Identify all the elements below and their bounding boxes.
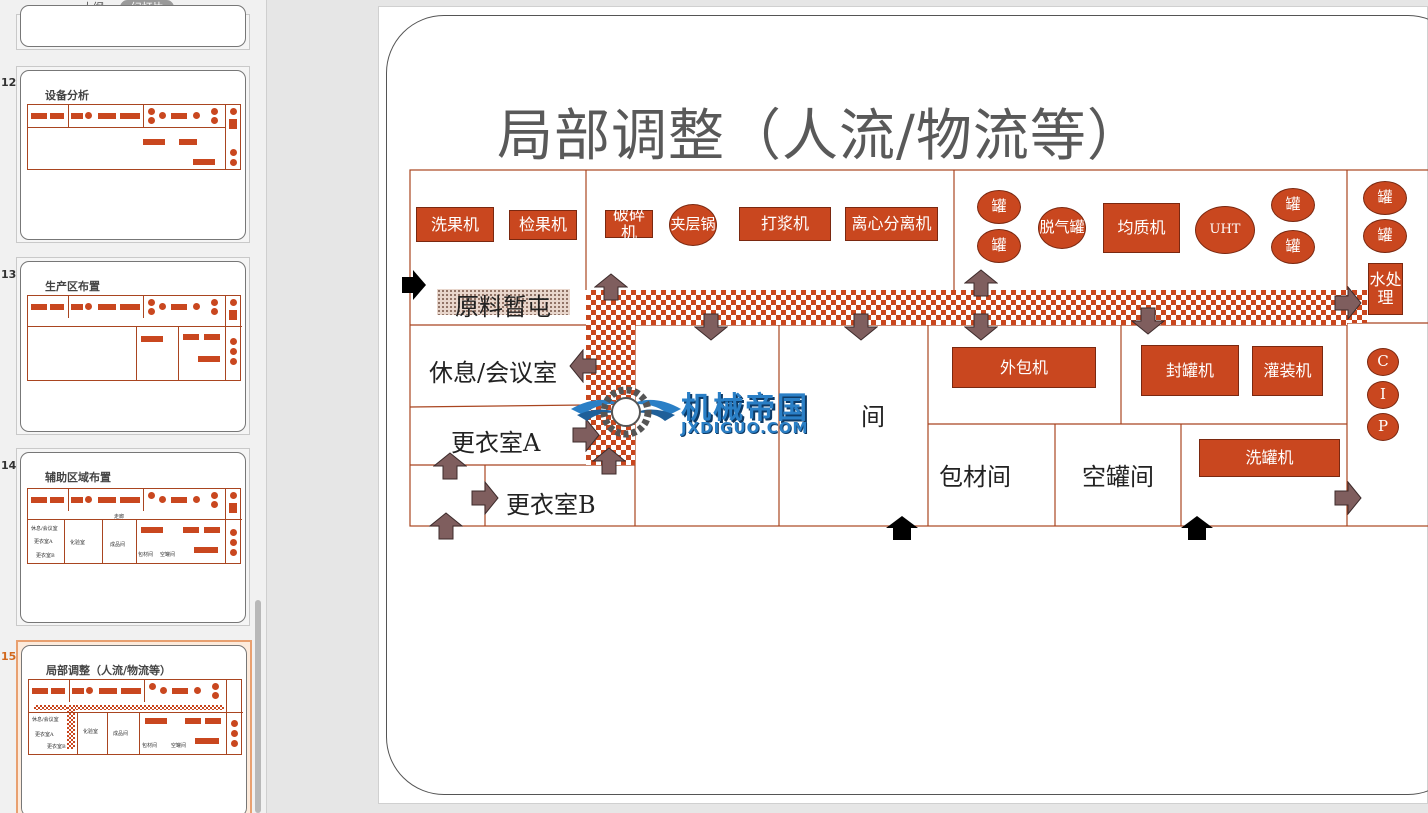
thumb-room: 成品间 — [113, 731, 129, 737]
thumb-room: 休息/会议室 — [32, 717, 59, 723]
thumb-room: 更衣室B — [47, 744, 66, 750]
inspect-fruit-machine[interactable]: 检果机 — [509, 210, 577, 240]
tank-4[interactable]: 罐 — [1271, 230, 1315, 264]
thumb-room: 更衣室B — [36, 553, 55, 559]
thumb-canvas: 设备分析 — [20, 70, 246, 240]
jacket-pot[interactable]: 夹层锅 — [669, 204, 717, 246]
flow-arrow-right-icon — [572, 418, 600, 452]
room-rest-meeting: 休息/会议室 — [429, 359, 558, 387]
room-raw-storage: 原料暂屯 — [455, 293, 551, 321]
wash-fruit-machine[interactable]: 洗果机 — [416, 207, 494, 242]
thumb-room: 空罐间 — [160, 552, 176, 558]
slide-number: 14 — [1, 459, 17, 472]
room-change-b: 更衣室B — [506, 491, 596, 519]
crusher[interactable]: 破碎机 — [605, 206, 653, 241]
cip-i[interactable]: I — [1367, 381, 1399, 409]
uht-unit[interactable]: UHT — [1195, 206, 1255, 254]
room-change-a: 更衣室A — [451, 429, 541, 457]
entry-arrow-up-icon — [1181, 516, 1213, 540]
thumb-canvas — [20, 5, 246, 47]
slide-frame — [386, 15, 1428, 795]
slide-thumb-11[interactable] — [16, 5, 250, 50]
flow-arrow-down-icon — [964, 313, 998, 341]
entry-arrow-up-icon — [886, 516, 918, 540]
slide-thumb-14[interactable]: 辅助区域布置 走廊 休息/会议室 更衣室A 更衣室B 化验室 — [16, 448, 250, 626]
mini-plan: 走廊 休息/会议室 更衣室A 更衣室B 化验室 成品间 包材间 空罐间 — [27, 488, 242, 564]
slides-panel: 大纲 幻灯片 12 设备分析 — [0, 0, 267, 813]
flow-arrow-up-icon — [433, 452, 467, 480]
thumb-title: 生产区布置 — [45, 280, 100, 293]
flow-arrow-down-icon — [844, 313, 878, 341]
filler-machine[interactable]: 灌装机 — [1252, 346, 1323, 396]
degas-tank[interactable]: 脱气罐 — [1038, 207, 1086, 249]
thumb-room: 包材间 — [138, 552, 154, 558]
cip-p[interactable]: P — [1367, 413, 1399, 441]
slide-thumb-12[interactable]: 设备分析 — [16, 66, 250, 243]
mini-plan — [27, 295, 242, 381]
slide-thumb-13[interactable]: 生产区布置 — [16, 257, 250, 435]
thumb-title: 辅助区域布置 — [45, 471, 111, 484]
tank-1[interactable]: 罐 — [977, 190, 1021, 224]
thumb-title: 局部调整（人流/物流等） — [46, 664, 172, 677]
tank-2[interactable]: 罐 — [977, 229, 1021, 263]
thumb-room: 化验室 — [70, 540, 86, 546]
slide-number: 15 — [1, 650, 17, 663]
homogenizer[interactable]: 均质机 — [1103, 203, 1180, 253]
flow-arrow-right-icon — [1334, 481, 1362, 515]
tank-3[interactable]: 罐 — [1271, 188, 1315, 222]
panel-scrollbar[interactable] — [255, 600, 261, 813]
can-washer[interactable]: 洗罐机 — [1199, 439, 1340, 477]
mini-plan — [27, 104, 241, 170]
gear-wings-icon — [571, 386, 681, 438]
thumb-canvas: 局部调整（人流/物流等） 休息/会议室 更衣室A 更衣室B 化验室 — [21, 645, 247, 813]
thumb-canvas: 生产区布置 — [20, 261, 246, 432]
slide-number: 12 — [1, 76, 17, 89]
thumb-room: 化验室 — [83, 729, 99, 735]
centrifuge[interactable]: 离心分离机 — [845, 207, 938, 241]
room-empty-cans: 空罐间 — [1082, 463, 1154, 491]
thumb-room: 包材间 — [142, 743, 158, 749]
thumb-room: 更衣室A — [34, 539, 53, 545]
outer-pack-machine[interactable]: 外包机 — [952, 347, 1096, 388]
flow-arrow-right-icon — [1334, 286, 1362, 320]
thumb-room: 走廊 — [114, 514, 125, 520]
slide-number: 13 — [1, 268, 17, 281]
flow-arrow-up-icon — [964, 269, 998, 297]
tank-6[interactable]: 罐 — [1363, 219, 1407, 253]
watermark-subtitle: JXDIGUO.COM — [681, 419, 809, 437]
flow-arrow-left-icon — [569, 349, 597, 383]
cip-c[interactable]: C — [1367, 348, 1399, 376]
thumb-canvas: 辅助区域布置 走廊 休息/会议室 更衣室A 更衣室B 化验室 — [20, 452, 246, 623]
thumb-title: 设备分析 — [45, 89, 89, 102]
sealer-machine[interactable]: 封罐机 — [1141, 345, 1239, 396]
room-packing-material: 包材间 — [939, 463, 1011, 491]
flow-arrow-up-icon — [594, 273, 628, 301]
floor-plan — [409, 169, 1428, 527]
slide-thumb-15-active[interactable]: 局部调整（人流/物流等） 休息/会议室 更衣室A 更衣室B 化验室 — [16, 640, 252, 813]
flow-arrow-down-icon — [1131, 307, 1165, 335]
room-partial-label: 间 — [861, 403, 885, 431]
flow-arrow-down-icon — [694, 313, 728, 341]
raw-storage-shade — [437, 289, 570, 315]
flow-arrow-up-icon — [429, 512, 463, 540]
slide-title[interactable]: 局部调整（人流/物流等） — [497, 104, 1144, 169]
thumb-room: 成品间 — [110, 542, 126, 548]
thumb-room: 休息/会议室 — [31, 526, 58, 532]
pulper[interactable]: 打浆机 — [739, 207, 831, 241]
mini-plan: 休息/会议室 更衣室A 更衣室B 化验室 成品间 包材间 空罐间 — [28, 679, 243, 755]
tank-5[interactable]: 罐 — [1363, 181, 1407, 215]
watermark-logo: 机械帝国 JXDIGUO.COM — [569, 379, 869, 441]
entry-arrow-icon — [402, 270, 426, 300]
thumb-room: 空罐间 — [171, 743, 187, 749]
water-treatment[interactable]: 水处理 — [1368, 263, 1403, 315]
slide-canvas: 局部调整（人流/物流等） 洗果机 检果机 破碎机 夹层锅 打浆机 离心分离机 — [378, 6, 1428, 804]
watermark-title: 机械帝国 — [681, 391, 809, 426]
flow-arrow-right-icon — [471, 481, 499, 515]
plan-walls — [409, 169, 1428, 527]
thumb-room: 更衣室A — [35, 732, 54, 738]
flow-arrow-up-icon — [592, 447, 626, 475]
